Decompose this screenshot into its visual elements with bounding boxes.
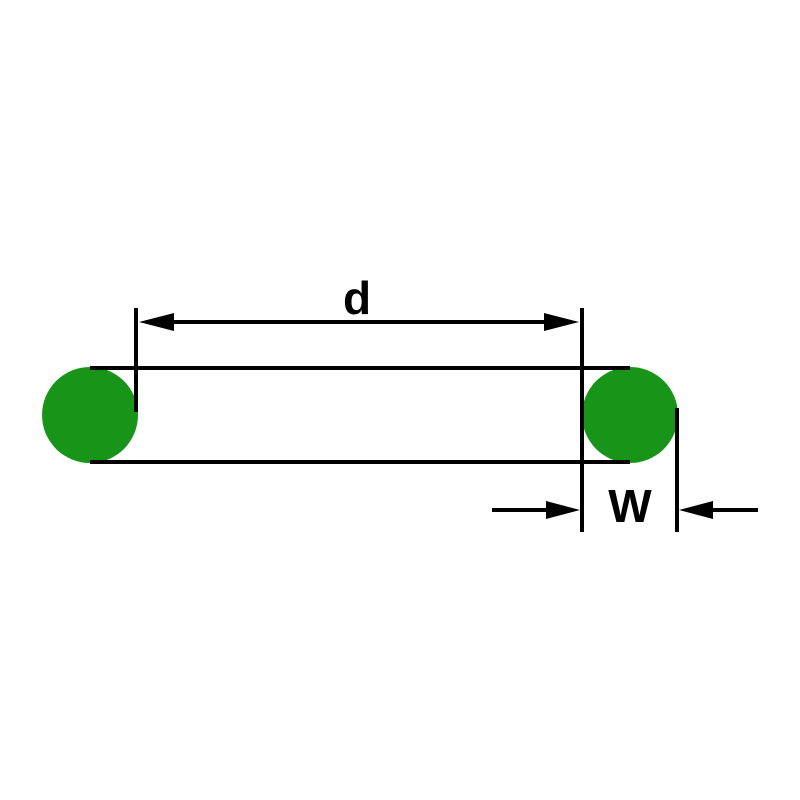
diameter-label: d <box>343 272 371 324</box>
width-label: W <box>608 480 652 532</box>
diameter-dimension: d <box>139 272 579 331</box>
oring-cross-section-left <box>42 367 138 463</box>
diameter-arrowhead-left <box>139 313 174 331</box>
diameter-arrowhead-right <box>544 313 579 331</box>
oring-cross-section-right <box>582 367 678 463</box>
width-arrowhead-left <box>546 501 580 519</box>
width-dimension: W <box>492 480 758 532</box>
width-arrowhead-right <box>679 501 713 519</box>
